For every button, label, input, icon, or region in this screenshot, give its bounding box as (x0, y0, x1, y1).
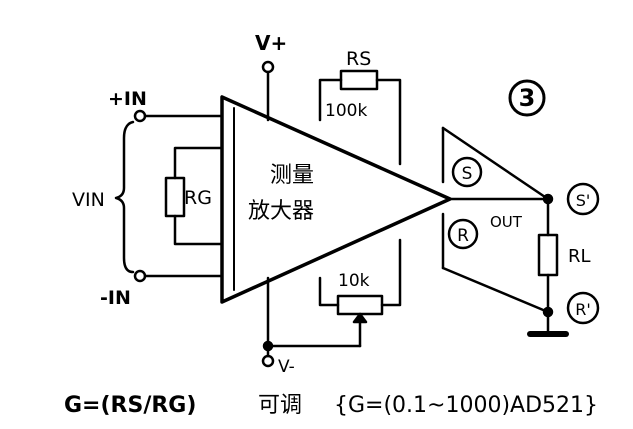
out-label: OUT (490, 213, 523, 231)
sense-prime-label: S' (576, 191, 591, 210)
rg-resistor (166, 178, 184, 216)
v-plus-terminal (263, 62, 273, 72)
caption-range: {G=(0.1~1000)AD521} (334, 393, 598, 418)
minus-in-label: -IN (100, 287, 131, 309)
rg-bottom-wire (175, 216, 222, 244)
vin-label: VIN (72, 189, 105, 211)
rs-resistor (341, 71, 377, 89)
v-minus-terminal (263, 356, 273, 366)
rs-right-wire (377, 80, 400, 164)
figure-number-circle (510, 81, 544, 115)
ref-prime-node (544, 308, 552, 316)
amplifier-triangle (222, 97, 450, 302)
sense-circle (453, 158, 481, 186)
v-plus-label: V+ (255, 31, 287, 55)
ref-prime-label: R' (575, 300, 591, 319)
rs-label: RS (346, 48, 371, 70)
caption-formula: G=(RS/RG) (64, 393, 196, 418)
rg-top-wire (175, 148, 222, 178)
trim-value-label: 10k (338, 271, 370, 291)
plus-in-terminal (135, 111, 145, 121)
ref-circle (449, 220, 477, 248)
plus-in-label: +IN (108, 88, 147, 110)
ref-prime-circle (568, 293, 598, 323)
rs-left-wire (320, 80, 341, 120)
sense-funnel-top (443, 128, 548, 199)
vin-brace (116, 122, 133, 272)
rs-value-label: 100k (325, 101, 367, 121)
trim-left-wire (320, 278, 338, 305)
trim-wiper-arrow (354, 314, 366, 322)
ref-funnel-bottom (443, 268, 548, 312)
v-minus-label: V- (278, 357, 295, 377)
trim-resistor (338, 296, 382, 314)
amplifier-label-line2: 放大器 (248, 199, 314, 224)
sense-label: S (462, 164, 473, 184)
minus-in-terminal (135, 271, 145, 281)
figure-number: 3 (519, 84, 536, 112)
trim-right-wire (382, 240, 400, 305)
caption-adjustable: 可调 (258, 393, 302, 418)
sense-prime-circle (568, 184, 598, 214)
rl-label: RL (568, 246, 591, 267)
reference-label: R (457, 226, 469, 246)
rg-label: RG (184, 187, 212, 209)
rl-resistor (539, 235, 557, 275)
amplifier-label-line1: 测量 (270, 163, 314, 188)
